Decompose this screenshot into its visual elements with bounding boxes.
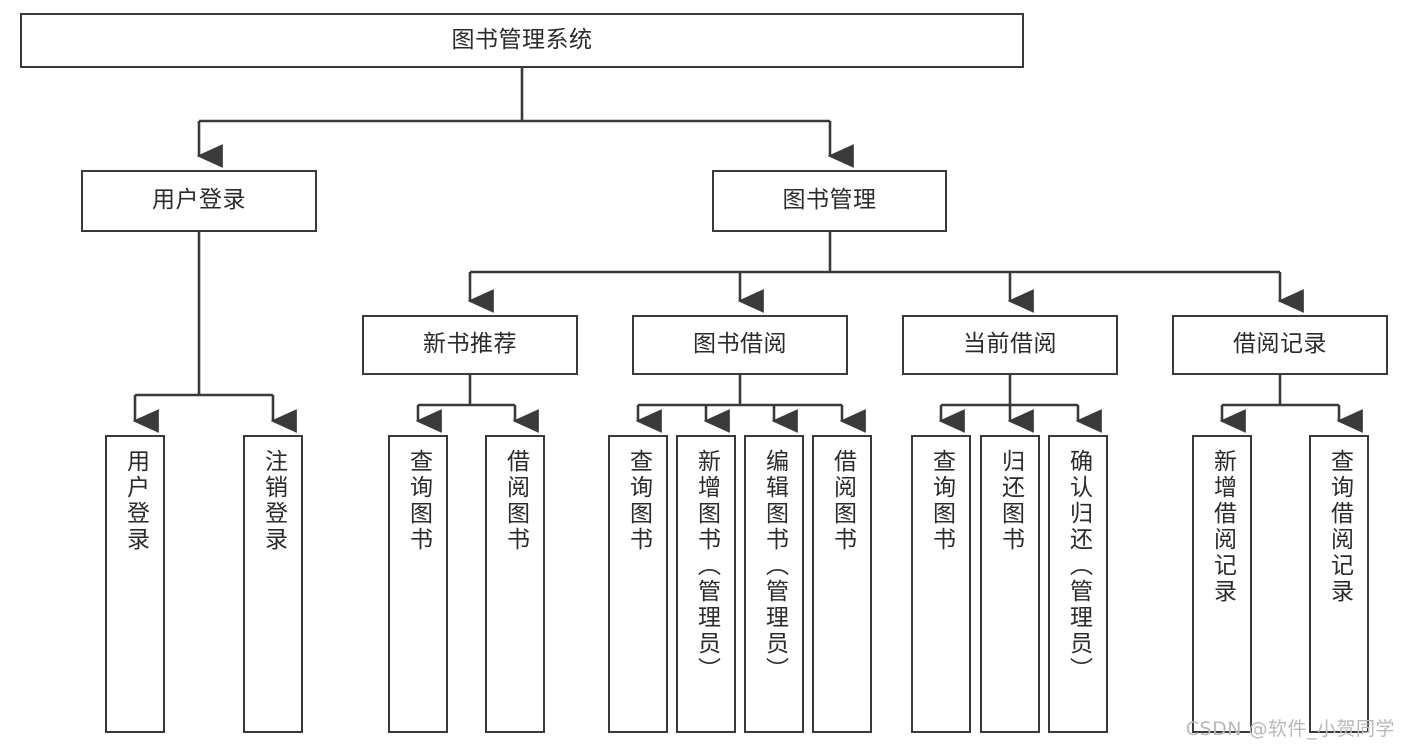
node-label: 查询借阅记录 [1326,449,1353,605]
node-borrow-record[interactable]: 借阅记录 [1172,315,1388,375]
node-leaf-query-borrow-record[interactable]: 查询借阅记录 [1309,435,1369,733]
node-leaf-confirm-return-admin[interactable]: 确认归还（管理员） [1048,435,1108,733]
node-label: 图书管理系统 [451,26,593,53]
node-label: 查询图书 [405,449,432,553]
node-label: 归还图书 [997,449,1024,553]
node-label: 编辑图书（管理员） [761,449,788,683]
node-leaf-edit-book-admin[interactable]: 编辑图书（管理员） [744,435,804,733]
node-label: 用户登录 [122,449,149,553]
node-label: 借阅图书 [502,449,529,553]
node-label: 新书推荐 [423,331,517,358]
node-root-book-management-system[interactable]: 图书管理系统 [20,13,1024,68]
node-book-management[interactable]: 图书管理 [712,170,947,232]
node-leaf-logout[interactable]: 注销登录 [243,435,303,733]
node-current-borrow[interactable]: 当前借阅 [902,315,1118,375]
node-label: 当前借阅 [963,331,1057,358]
node-label: 借阅图书 [829,449,856,553]
node-leaf-return-book[interactable]: 归还图书 [980,435,1040,733]
node-leaf-query-book-borrow[interactable]: 查询图书 [608,435,668,733]
node-label: 查询图书 [928,449,955,553]
node-leaf-add-book-admin[interactable]: 新增图书（管理员） [676,435,736,733]
node-label: 新增借阅记录 [1209,449,1236,605]
node-label: 注销登录 [260,449,287,553]
node-leaf-borrow-book[interactable]: 借阅图书 [812,435,872,733]
node-label: 图书借阅 [693,331,787,358]
node-label: 查询图书 [625,449,652,553]
node-leaf-query-book-recommend[interactable]: 查询图书 [388,435,448,733]
node-label: 新增图书（管理员） [693,449,720,683]
node-user-login[interactable]: 用户登录 [81,170,317,232]
node-new-book-recommend[interactable]: 新书推荐 [362,315,578,375]
node-leaf-borrow-book-recommend[interactable]: 借阅图书 [485,435,545,733]
node-label: 借阅记录 [1233,331,1327,358]
node-label: 用户登录 [152,187,246,214]
node-leaf-add-borrow-record[interactable]: 新增借阅记录 [1192,435,1252,733]
node-leaf-query-book-current[interactable]: 查询图书 [911,435,971,733]
node-label: 确认归还（管理员） [1065,449,1092,683]
node-leaf-user-login[interactable]: 用户登录 [105,435,165,733]
node-label: 图书管理 [782,187,877,214]
node-book-borrow[interactable]: 图书借阅 [632,315,848,375]
